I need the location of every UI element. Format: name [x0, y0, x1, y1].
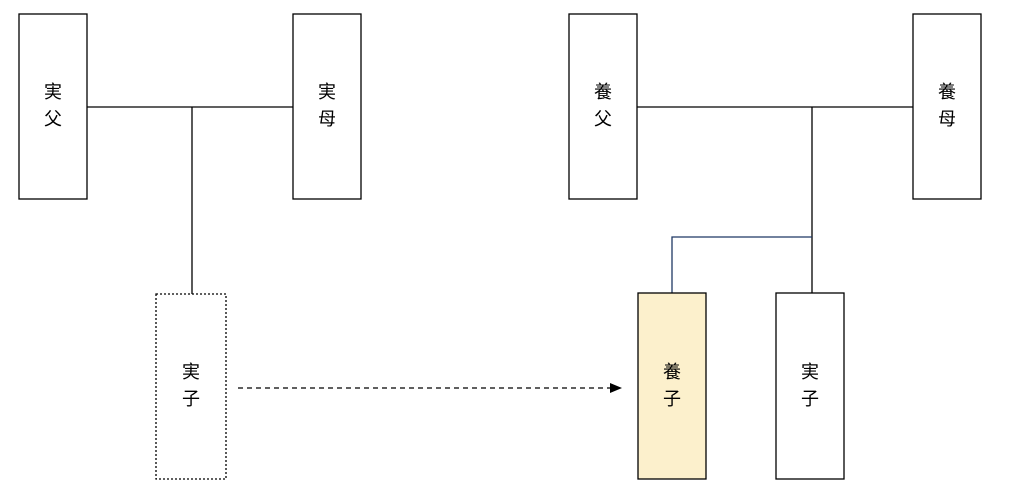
adopted-child-char1: 養: [663, 362, 681, 383]
adoptive-father-char2: 父: [594, 109, 612, 130]
adoptive-mother-box: 養 母: [912, 13, 982, 200]
biological-father-box: 実 父: [18, 13, 88, 200]
biological-mother-char1: 実: [318, 82, 336, 103]
natural-child-char1: 実: [801, 362, 819, 383]
adoptive-family-group: 養 父 養 母 養 子 実 子: [568, 13, 982, 480]
biological-mother-char2: 母: [318, 109, 336, 130]
biological-mother-box: 実 母: [292, 13, 362, 200]
arrowhead-icon: [610, 383, 622, 393]
adoption-branch-line: [671, 236, 812, 293]
biological-child-char2: 子: [182, 389, 200, 410]
biological-father-char1: 実: [44, 82, 62, 103]
biological-child-char1: 実: [182, 362, 200, 383]
adoptive-mother-char1: 養: [938, 82, 956, 103]
adoptive-father-box: 養 父: [568, 13, 638, 200]
adoptive-mother-char2: 母: [938, 109, 956, 130]
adoption-arrow: [238, 383, 622, 393]
adoptive-father-char1: 養: [594, 82, 612, 103]
natural-child-box: 実 子: [775, 292, 845, 480]
biological-child-box-dashed: 実 子: [155, 293, 227, 480]
biological-family-group: 実 父 実 母 実 子: [18, 13, 362, 480]
natural-child-char2: 子: [801, 389, 819, 410]
biological-father-char2: 父: [44, 109, 62, 130]
adopted-child-char2: 子: [663, 389, 681, 410]
adopted-child-box: 養 子: [637, 292, 707, 480]
